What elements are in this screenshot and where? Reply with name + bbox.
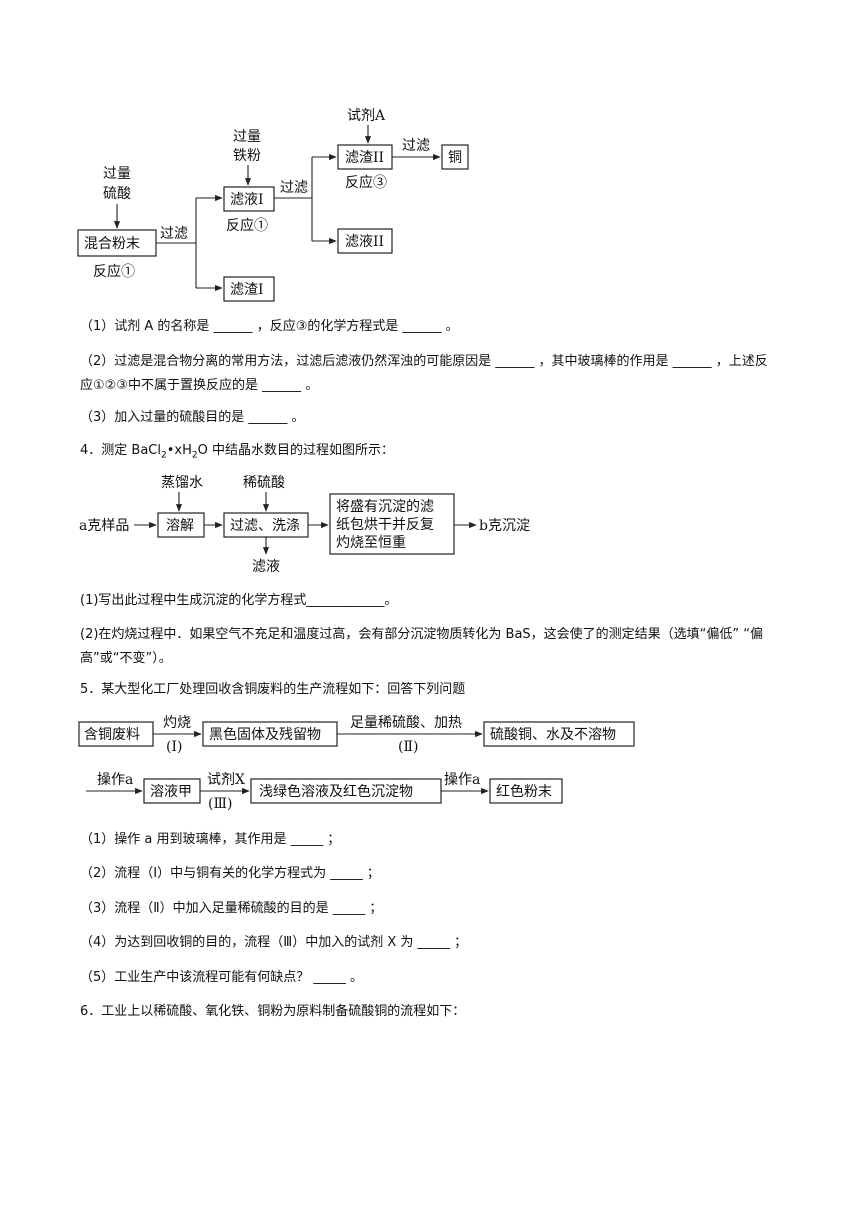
box-burn-process (329, 493, 455, 555)
box-product (483, 721, 635, 747)
label-iron: 铁粉 (233, 148, 261, 164)
step3-label: (Ⅲ) (208, 796, 232, 812)
label-excess: 过量 (103, 166, 131, 182)
reaction1-mid-label: 反应① (226, 217, 268, 234)
q5-item2: （2）流程（Ⅰ）中与铜有关的化学方程式为 _____ ； (80, 866, 380, 881)
reagent-x-label: 试剂X (207, 772, 245, 788)
label-sulfuric: 硫酸 (103, 186, 131, 202)
acid-heat-label: 足量稀硫酸、加热 (350, 715, 462, 731)
residue1-label: 滤渣I (230, 282, 264, 298)
filter2-label: 过滤 (280, 180, 308, 196)
q4-title: 4．测定 BaCl2•xH2O 中结晶水数目的过程如图所示： (80, 439, 394, 468)
op-a1-label: 操作a (97, 772, 133, 788)
filtrate-label: 滤液 (252, 559, 280, 575)
box-waste (78, 721, 154, 747)
box-dissolve (157, 512, 205, 538)
q4-title-mid: •xH (166, 443, 192, 458)
q5-item3: （3）流程（Ⅱ）中加入足量稀硫酸的目的是 _____ ； (80, 901, 383, 916)
filter-wash-label: 过滤、洗涤 (230, 518, 300, 534)
filtrate2-label: 滤液II (345, 234, 384, 250)
mixed-powder-label: 混合粉末 (84, 236, 140, 252)
water-label: 蒸馏水 (161, 475, 203, 491)
box-black-solid (202, 721, 338, 747)
reaction3-label: 反应③ (345, 174, 387, 191)
process-line3: 灼烧至恒重 (336, 535, 406, 551)
step1-label: (Ⅰ) (166, 739, 182, 755)
box-residue1 (223, 276, 275, 302)
diagram-bacl2-flow: a克样品 蒸馏水 溶解 稀硫酸 过滤、洗涤 滤液 将盛有沉淀的滤 纸包烘干并反复… (79, 475, 530, 575)
q4-sub1: 2 (160, 450, 167, 461)
box-copper (441, 144, 469, 170)
box-solution-a (143, 778, 201, 804)
burn-label: 灼烧 (163, 715, 191, 731)
process-line1: 将盛有沉淀的滤 (336, 499, 434, 515)
q3-item3: （3）加入过量的硫酸目的是 ______ 。 (80, 410, 305, 425)
reagent-a-label: 试剂A (347, 108, 386, 124)
q5-item1: （1）操作 a 用到玻璃棒，其作用是 _____ ； (80, 832, 341, 847)
process-line2: 纸包烘干并反复 (336, 516, 434, 533)
filter3-label: 过滤 (402, 138, 430, 154)
copper-label: 铜 (448, 150, 462, 166)
q4-item2: (2)在灼烧过程中．如果空气不充足和温度过高，会有部分沉淀物质转化为 BaS，这… (80, 627, 764, 666)
q4-item1: (1)写出此过程中生成沉淀的化学方程式____________。 (80, 593, 398, 608)
black-solid-label: 黑色固体及残留物 (209, 726, 321, 743)
q4-sub2: 2 (191, 450, 198, 461)
diagram-separation-flow: 过量 硫酸 混合粉末 反应① 过滤 滤液I 反应① 滤渣I 过量 铁粉 过滤 滤… (77, 108, 469, 302)
solution-a-label: 溶液甲 (150, 784, 192, 800)
q5-item5: （5）工业生产中该流程可能有何缺点？ _____ 。 (80, 970, 364, 985)
q4-title-pre: 4．测定 BaCl (80, 443, 161, 458)
box-filtrate1 (223, 186, 275, 212)
filter1-label: 过滤 (160, 226, 188, 242)
red-powder-label: 红色粉末 (496, 783, 552, 800)
q3-item1: （1）试剂 A 的名称是 ______ ，反应③的化学方程式是 ______ 。 (80, 319, 459, 334)
result-label: b克沉淀 (479, 518, 530, 534)
q4-title-post: O 中结晶水数目的过程如图所示： (197, 443, 394, 458)
q5-title: 5．某大型化工厂处理回收含铜废料的生产流程如下：回答下列问题 (80, 682, 466, 697)
box-filtrate2 (337, 228, 393, 254)
q6-title: 6．工业上以稀硫酸、氧化铁、铜粉为原料制备硫酸铜的流程如下： (80, 1004, 466, 1019)
waste-label: 含铜废料 (84, 727, 140, 743)
residue2-label: 滤渣II (345, 150, 384, 166)
diagram-copper-recovery-flow: 含铜废料 灼烧 (Ⅰ) 黑色固体及残留物 足量稀硫酸、加热 (Ⅱ) 硫酸铜、水及… (78, 715, 635, 812)
filtrate1-label: 滤液I (230, 192, 264, 208)
box-red-powder (489, 778, 563, 804)
label-excess-2: 过量 (233, 129, 261, 145)
box-filter-wash (223, 512, 309, 538)
reaction1-label: 反应① (93, 263, 135, 280)
sample-label: a克样品 (79, 518, 129, 534)
dissolve-label: 溶解 (166, 518, 194, 534)
step2-label: (Ⅱ) (398, 739, 418, 755)
green-solution-label: 浅绿色溶液及红色沉淀物 (259, 783, 413, 800)
op-a2-label: 操作a (444, 772, 480, 788)
q3-item2: （2）过滤是混合物分离的常用方法，过滤后滤液仍然浑浊的可能原因是 ______ … (80, 354, 768, 393)
dilute-acid-label: 稀硫酸 (243, 475, 285, 491)
product-label: 硫酸铜、水及不溶物 (490, 727, 616, 743)
box-mixed-powder (77, 229, 157, 257)
q5-item4: （4）为达到回收铜的目的，流程（Ⅲ）中加入的试剂 X 为 _____ ； (80, 935, 468, 950)
